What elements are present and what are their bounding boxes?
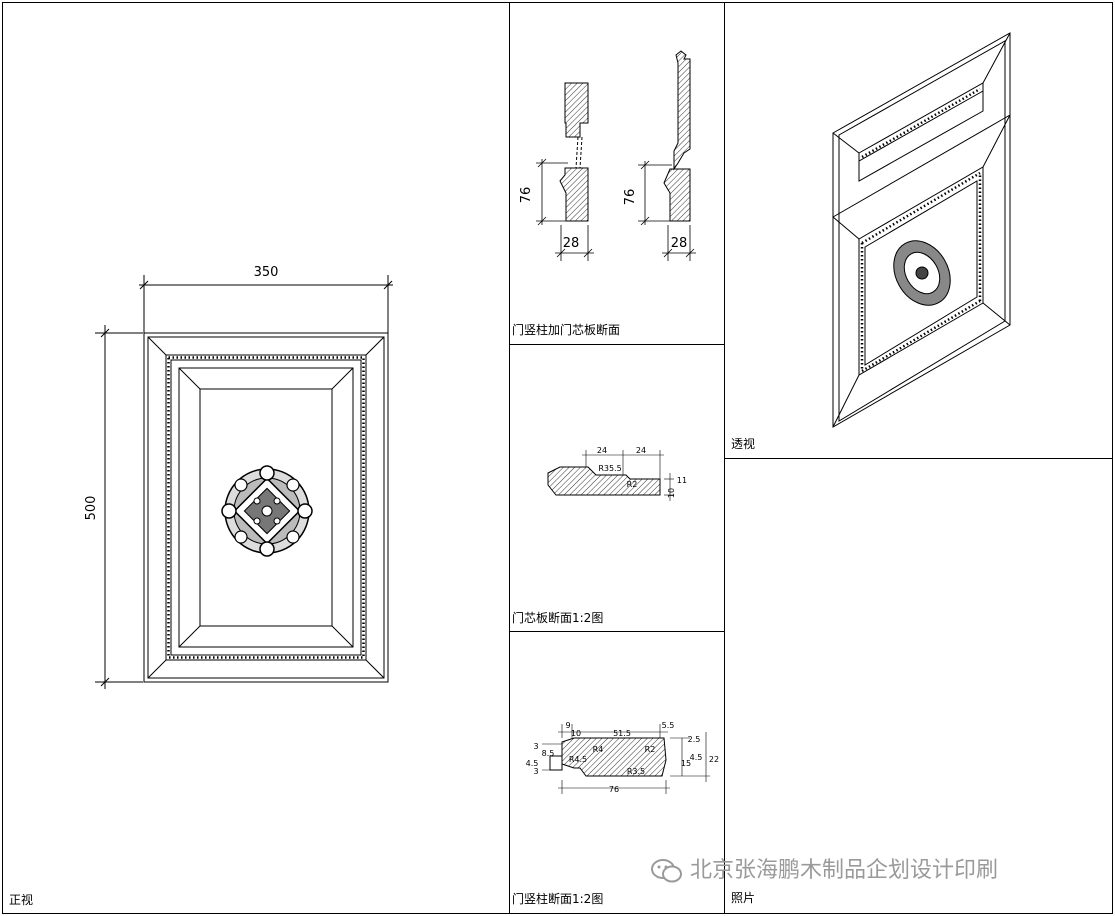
core-dim-r355: R35.5 bbox=[598, 464, 621, 473]
height-dim-text: 500 bbox=[84, 496, 99, 521]
bead-trim bbox=[167, 356, 365, 659]
stile-dim-10: 10 bbox=[571, 729, 581, 738]
stile-dim-3b: 3 bbox=[533, 767, 538, 776]
wechat-icon bbox=[650, 858, 684, 884]
front-view-panel: 350 500 bbox=[2, 2, 510, 914]
perspective-knot-ornament bbox=[893, 240, 951, 306]
core-dim-24a: 24 bbox=[597, 446, 607, 455]
stile-dim-25: 2.5 bbox=[688, 735, 701, 744]
core-dim-10: 10 bbox=[667, 488, 676, 498]
core-dim-24b: 24 bbox=[636, 446, 646, 455]
watermark-text: 北京张海鹏木制品企划设计印刷 bbox=[690, 858, 999, 883]
left-dim-28: 28 bbox=[563, 236, 580, 251]
perspective-bead-bottom bbox=[860, 171, 982, 373]
front-view-drawing: 350 500 bbox=[84, 265, 393, 689]
width-dim-text: 350 bbox=[254, 265, 279, 280]
photo-label: 照片 bbox=[731, 891, 756, 905]
core-panel-section-panel: 24 24 R35.5 R2 11 10 门芯板断面1:2图 bbox=[509, 344, 725, 632]
profile-left-dims bbox=[536, 158, 594, 261]
stile-panel-section-label: 门竖柱加门芯板断面 bbox=[512, 323, 621, 337]
perspective-bead-top bbox=[861, 87, 981, 159]
left-dim-76: 76 bbox=[519, 187, 534, 204]
stile-dim-r2: R2 bbox=[645, 745, 656, 754]
photo-panel: 照片 bbox=[724, 458, 1113, 914]
core-panel-dims bbox=[582, 450, 674, 501]
right-dim-76: 76 bbox=[623, 189, 638, 206]
stile-dim-9: 9 bbox=[565, 721, 570, 730]
stile-panel-section-drawing: 76 28 76 28 bbox=[519, 50, 696, 261]
stile-dim-r45: R4.5 bbox=[569, 755, 587, 764]
stile-profile bbox=[549, 737, 667, 777]
profile-right-dims bbox=[638, 160, 696, 261]
stile-dims bbox=[542, 724, 710, 794]
stile-dim-r35: R3.5 bbox=[627, 767, 645, 776]
stile-dim-15: 15 bbox=[681, 759, 691, 768]
core-dim-11: 11 bbox=[677, 476, 687, 485]
watermark: 北京张海鹏木制品企划设计印刷 bbox=[650, 852, 998, 884]
stile-dim-45a: 4.5 bbox=[690, 753, 703, 762]
stile-dim-515: 51.5 bbox=[613, 729, 631, 738]
right-dim-28: 28 bbox=[671, 236, 688, 251]
stile-section-drawing: 9 10 51.5 5.5 2.5 3 8.5 R4 R2 4.5 22 15 … bbox=[526, 721, 719, 794]
perspective-door bbox=[832, 32, 1011, 428]
stile-dim-85: 8.5 bbox=[542, 749, 555, 758]
front-view-label: 正视 bbox=[9, 893, 34, 907]
height-dimension bbox=[95, 325, 143, 689]
perspective-drawing bbox=[832, 32, 1011, 428]
core-panel-section-drawing: 24 24 R35.5 R2 11 10 bbox=[547, 446, 687, 501]
core-dim-r2: R2 bbox=[627, 480, 638, 489]
stile-dim-76: 76 bbox=[609, 785, 619, 794]
chinese-knot-ornament bbox=[221, 465, 313, 557]
stile-dim-45b: 4.5 bbox=[526, 759, 539, 768]
width-dimension bbox=[139, 275, 393, 333]
perspective-panel: 透视 bbox=[724, 2, 1113, 459]
perspective-label: 透视 bbox=[731, 437, 756, 451]
core-panel-section-label: 门芯板断面1:2图 bbox=[512, 611, 604, 625]
stile-section-panel: 9 10 51.5 5.5 2.5 3 8.5 R4 R2 4.5 22 15 … bbox=[509, 631, 725, 914]
door-frame bbox=[143, 332, 389, 683]
stile-dim-3a: 3 bbox=[533, 742, 538, 751]
stile-dim-22: 22 bbox=[709, 755, 719, 764]
stile-section-label: 门竖柱断面1:2图 bbox=[512, 892, 604, 906]
profile-left bbox=[559, 82, 589, 222]
stile-panel-section-panel: 76 28 76 28 门竖柱加门芯板断面 bbox=[509, 2, 725, 345]
profile-right bbox=[663, 50, 691, 222]
stile-dim-55: 5.5 bbox=[662, 721, 675, 730]
stile-dim-r4: R4 bbox=[593, 745, 604, 754]
core-panel-profile bbox=[547, 466, 661, 496]
